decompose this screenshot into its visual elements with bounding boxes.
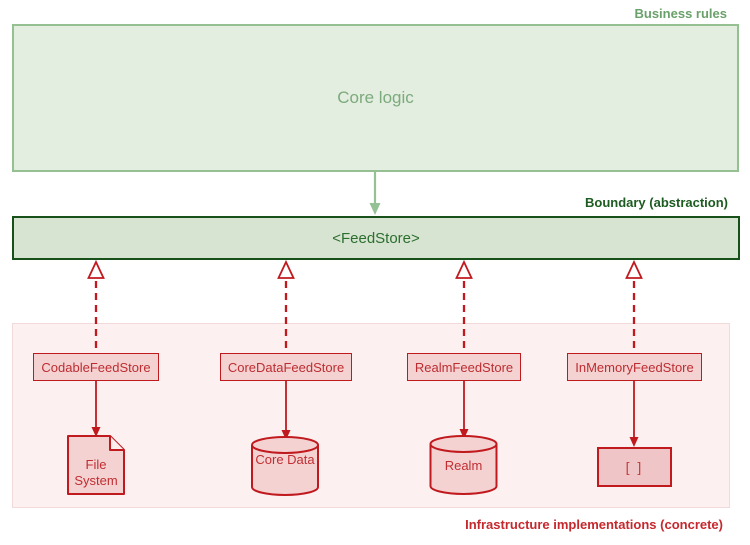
core-logic-label: Core logic xyxy=(337,88,414,107)
core-to-boundary-arrow xyxy=(369,172,381,215)
core-logic-box: Core logic xyxy=(12,24,739,172)
core-data-label: Core Data xyxy=(255,452,315,467)
realm-feed-store-label: RealmFeedStore xyxy=(414,359,514,375)
feedstore-boundary-box: <FeedStore> xyxy=(12,216,740,260)
in-memory-feed-store-box: InMemoryFeedStore xyxy=(567,353,702,381)
realm-label: Realm xyxy=(444,458,483,473)
file-system-label: File System xyxy=(74,457,118,488)
in-memory-feed-store-label: InMemoryFeedStore xyxy=(575,359,694,375)
feedstore-label: <FeedStore> xyxy=(332,229,420,247)
boundary-zone-label: Boundary (abstraction) xyxy=(584,195,728,210)
business-rules-label: Business rules xyxy=(634,6,728,21)
in-memory-array-store: [ ] xyxy=(597,447,672,487)
codable-feed-store-box: CodableFeedStore xyxy=(33,353,159,381)
core-data-feed-store-box: CoreDataFeedStore xyxy=(220,353,352,381)
realm-feed-store-box: RealmFeedStore xyxy=(407,353,521,381)
codable-feed-store-label: CodableFeedStore xyxy=(41,359,151,375)
core-data-feed-store-label: CoreDataFeedStore xyxy=(227,359,345,375)
in-memory-array-label: [ ] xyxy=(625,459,644,475)
infrastructure-zone-label: Infrastructure implementations (concrete… xyxy=(465,517,723,532)
